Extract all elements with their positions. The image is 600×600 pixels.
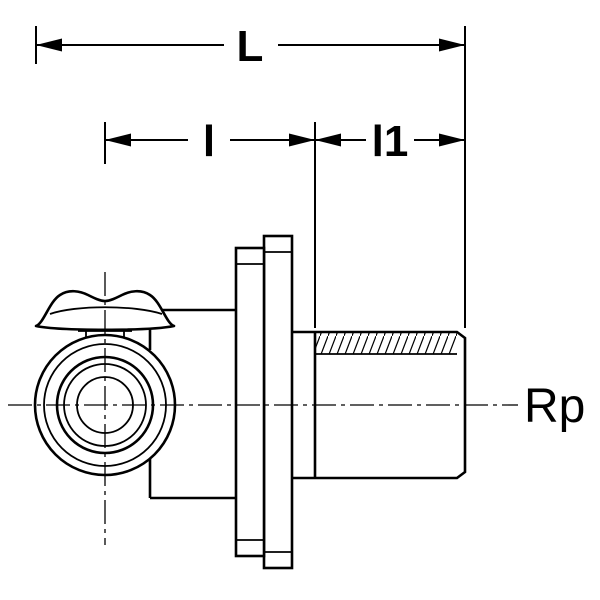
dim-l1-arrow-right (439, 133, 465, 147)
thread-hatching (315, 333, 457, 354)
flange-plate-outer (262, 234, 294, 570)
dim-L-arrow-left (36, 38, 62, 52)
dim-l1-arrow-left (315, 133, 341, 147)
dimension-l1 (315, 133, 465, 147)
dim-l-arrow-left (105, 133, 131, 147)
union-flange (234, 234, 294, 570)
label-thread-designation: Rp (524, 380, 585, 433)
dim-L-arrow-right (439, 38, 465, 52)
handle-detail-line (49, 306, 163, 315)
labels: L l l1 Rp (203, 22, 585, 433)
label-thread-length: l1 (372, 117, 409, 166)
label-body-length: l (203, 117, 215, 166)
dim-l-arrow-right (289, 133, 315, 147)
centerlines (8, 272, 518, 545)
flange-plate-inner (234, 246, 266, 558)
dimension-l (104, 122, 316, 328)
dimension-L (35, 26, 466, 328)
label-overall-length: L (237, 22, 264, 71)
